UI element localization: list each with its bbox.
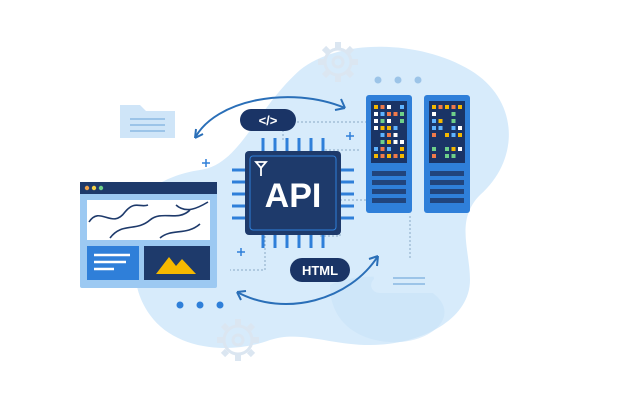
folder-icon [120,105,175,138]
gear-icon [318,42,358,82]
server-led [432,147,436,151]
server-led [380,147,385,151]
server-led [432,126,436,130]
server-led [445,105,449,109]
api-chip-icon: API [232,138,354,248]
server-led [374,154,378,158]
server-led [432,133,436,137]
server-led [445,154,449,158]
server-led [393,112,398,116]
server-led [400,147,404,151]
server-led [445,147,449,151]
server-tower [366,95,412,213]
server-led [387,154,391,158]
sparkle-decoration [202,132,354,256]
flow-arrow [236,255,379,305]
server-led [438,119,443,123]
server-led [400,105,404,109]
gear-icon [217,319,259,361]
server-led [432,154,436,158]
server-led [387,126,391,130]
server-led [451,147,456,151]
server-led [387,112,391,116]
server-tower [424,95,470,213]
server-led [380,105,385,109]
server-led [451,133,456,137]
html-badge-label: HTML [302,263,338,278]
server-led [451,112,456,116]
browser-window-icon [80,182,217,288]
server-led [400,119,404,123]
server-led [438,105,443,109]
flow-arrow [194,96,346,139]
server-led [380,140,385,144]
server-led [393,133,398,137]
server-led [432,105,436,109]
server-led [387,133,391,137]
server-led [458,105,462,109]
server-led [445,133,449,137]
server-led [387,147,391,151]
server-led [374,147,378,151]
code-badge-label: </> [259,113,278,128]
chip-logo-icon [254,161,268,176]
server-led [400,154,404,158]
mountain-image-icon [156,257,196,274]
server-led [374,119,378,123]
server-led [458,126,462,130]
server-led [451,119,456,123]
server-led [380,154,385,158]
server-led [432,112,436,116]
server-led [400,140,404,144]
server-led [380,133,385,137]
dots-indicator [176,301,224,309]
server-led [374,112,378,116]
server-led [438,126,443,130]
server-led [380,112,385,116]
api-chip-label: API [265,177,322,215]
server-led [387,105,391,109]
server-led [380,119,385,123]
dots-indicator [374,76,422,84]
server-led [374,105,378,109]
cloud-icon [371,257,446,293]
server-led [387,140,391,144]
server-led [451,126,456,130]
code-badge-icon: </> [240,109,296,131]
server-led [451,105,456,109]
server-led [387,119,391,123]
server-led [451,154,456,158]
server-rack-icon [366,95,470,213]
server-led [380,126,385,130]
html-badge-icon: HTML [290,258,350,282]
server-led [393,154,398,158]
server-led [432,119,436,123]
server-led [458,147,462,151]
server-led [400,112,404,116]
server-led [393,140,398,144]
server-led [458,133,462,137]
server-led [393,126,398,130]
server-led [374,126,378,130]
